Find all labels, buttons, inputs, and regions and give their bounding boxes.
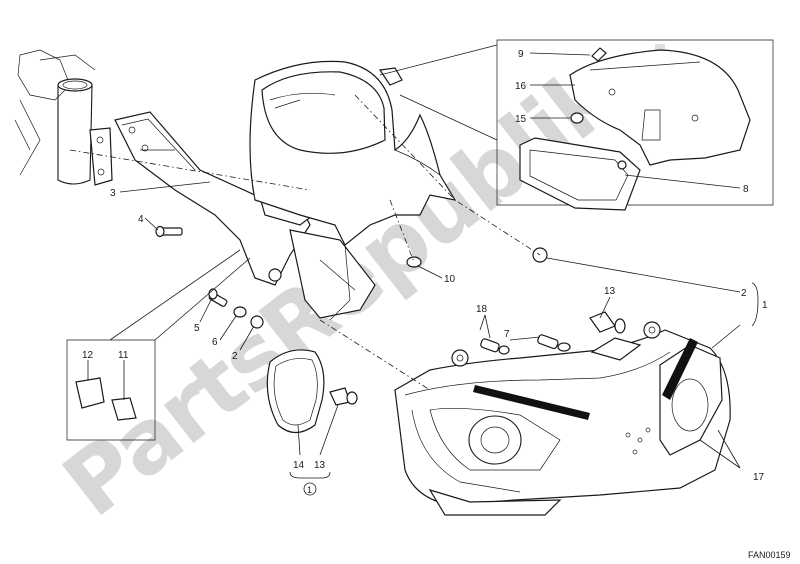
figure-code: FAN00159 xyxy=(748,550,791,560)
instrument-panel-inset xyxy=(496,39,774,211)
grommet-10-icon xyxy=(406,256,422,268)
bulb-13-lower-icon xyxy=(329,387,358,406)
callout-11: 11 xyxy=(118,350,129,361)
callout-13-lower: 13 xyxy=(314,460,326,471)
callout-15: 15 xyxy=(515,114,527,125)
callout-6: 6 xyxy=(212,337,218,348)
decal-strip-lower-icon xyxy=(473,385,590,420)
kit-circle-icon xyxy=(303,482,317,496)
callout-7: 7 xyxy=(504,329,510,340)
callout-12: 12 xyxy=(82,350,94,361)
bulb-7-icon xyxy=(537,334,571,352)
callout-10: 10 xyxy=(444,274,456,285)
callout-2-left: 2 xyxy=(232,351,238,362)
bulb-18-icon xyxy=(480,338,510,355)
leaders xyxy=(87,52,759,479)
callout-18: 18 xyxy=(476,304,488,315)
callout-14: 14 xyxy=(293,460,305,471)
front-fairing xyxy=(249,60,457,321)
callout-1: 1 xyxy=(762,300,768,311)
decal-strip-upper-icon xyxy=(662,338,698,400)
bolt-5-icon xyxy=(208,288,228,307)
callout-4: 4 xyxy=(138,214,144,225)
kit-circle-number: 1 xyxy=(307,485,312,495)
callout-3: 3 xyxy=(110,188,116,199)
side-light-inset xyxy=(66,339,156,441)
callout-16: 16 xyxy=(515,81,527,92)
parking-light-14 xyxy=(266,349,325,434)
callout-8: 8 xyxy=(743,184,749,195)
callout-2-right: 2 xyxy=(741,288,747,299)
frame-fragment xyxy=(14,49,96,185)
headlight-assembly xyxy=(394,321,731,516)
bulb-13-upper-icon xyxy=(589,311,626,334)
callout-labels: 9 16 15 8 3 4 10 2 1 5 6 2 18 7 13 17 12… xyxy=(82,49,768,496)
callout-13-upper: 13 xyxy=(604,286,616,297)
bolt-4-icon xyxy=(155,225,183,238)
grommet-2-lower-icon xyxy=(250,315,264,329)
callout-17: 17 xyxy=(753,472,765,483)
alignment-lines xyxy=(69,44,541,391)
callout-9: 9 xyxy=(518,49,524,60)
spacer-6-icon xyxy=(233,306,247,318)
callout-5: 5 xyxy=(194,323,200,334)
